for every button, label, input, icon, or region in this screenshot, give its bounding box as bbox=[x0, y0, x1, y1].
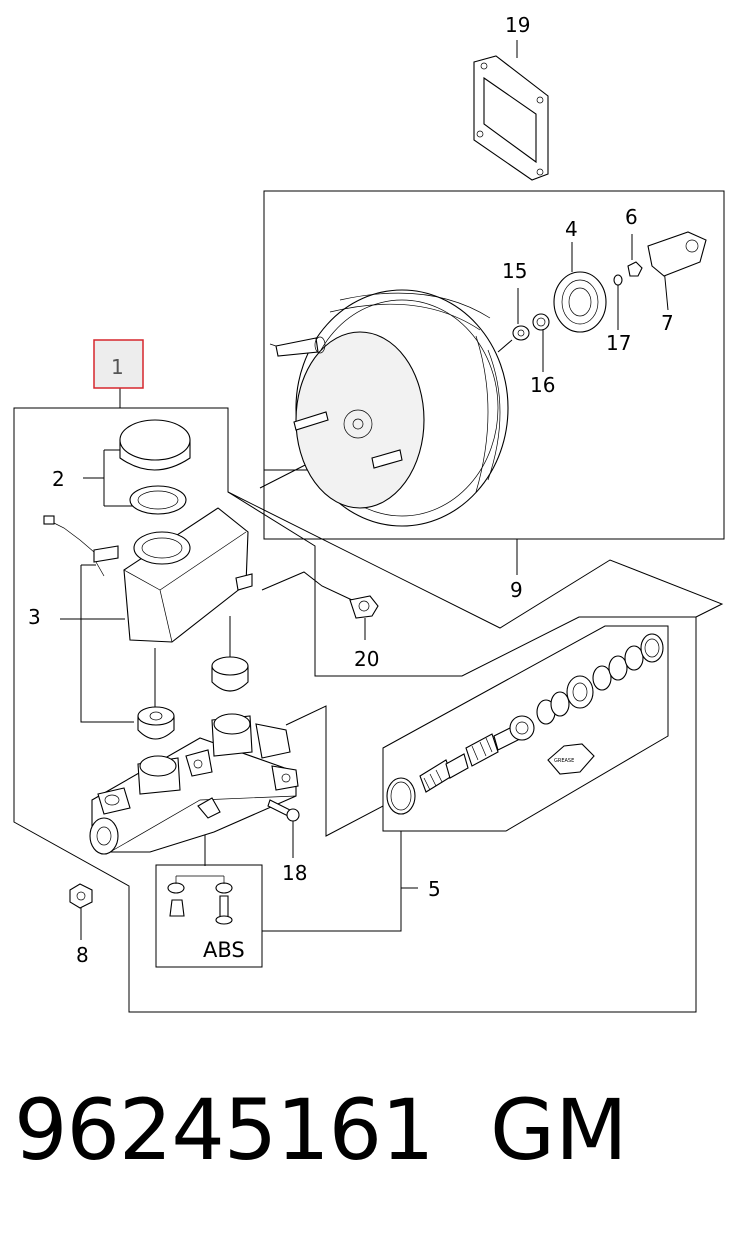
reservoir-cap-2 bbox=[119, 419, 191, 515]
exploded-parts-diagram: GREASE 1 2 3 4 5 6 7 8 9 15 16 17 18 19 … bbox=[13, 13, 725, 1013]
callout-16[interactable]: 16 bbox=[530, 373, 555, 397]
callout-2[interactable]: 2 bbox=[52, 467, 65, 491]
callout-7[interactable]: 7 bbox=[661, 311, 674, 335]
reservoir-3 bbox=[43, 507, 253, 643]
washer-17 bbox=[613, 274, 623, 286]
booster-rear-parts bbox=[512, 231, 707, 341]
callout-20[interactable]: 20 bbox=[354, 647, 379, 671]
leader-lines bbox=[60, 40, 669, 940]
callout-8[interactable]: 8 bbox=[76, 943, 89, 967]
callout-3[interactable]: 3 bbox=[28, 605, 41, 629]
grommets bbox=[137, 656, 249, 740]
abs-label: ABS bbox=[203, 938, 245, 962]
seal-kit-5: GREASE bbox=[386, 633, 664, 815]
washer-15 bbox=[512, 325, 530, 341]
brake-booster-9 bbox=[269, 289, 509, 527]
callout-4[interactable]: 4 bbox=[565, 217, 578, 241]
callout-18[interactable]: 18 bbox=[282, 861, 307, 885]
grease-label: GREASE bbox=[554, 758, 574, 764]
ring-16 bbox=[532, 313, 550, 331]
group-frames bbox=[13, 190, 725, 1013]
callout-17[interactable]: 17 bbox=[606, 331, 631, 355]
callout-5[interactable]: 5 bbox=[428, 877, 441, 901]
brand-name: GM bbox=[490, 1081, 628, 1179]
nut-6 bbox=[627, 261, 643, 277]
callout-6[interactable]: 6 bbox=[625, 205, 638, 229]
callout-15[interactable]: 15 bbox=[502, 259, 527, 283]
callout-1[interactable]: 1 bbox=[111, 355, 124, 379]
master-cylinder bbox=[89, 713, 299, 855]
fasteners bbox=[69, 595, 379, 909]
callout-19[interactable]: 19 bbox=[505, 13, 530, 37]
footer: 96245161 GM bbox=[0, 1080, 740, 1200]
highlight-box bbox=[93, 339, 144, 389]
callouts: 1 2 3 4 5 6 7 8 9 15 16 17 18 19 20 ABS bbox=[28, 13, 674, 967]
part-number: 96245161 bbox=[14, 1081, 435, 1179]
clevis-7 bbox=[647, 231, 707, 277]
callout-9[interactable]: 9 bbox=[510, 578, 523, 602]
gasket-19 bbox=[473, 55, 549, 181]
abs-parts bbox=[167, 875, 233, 925]
